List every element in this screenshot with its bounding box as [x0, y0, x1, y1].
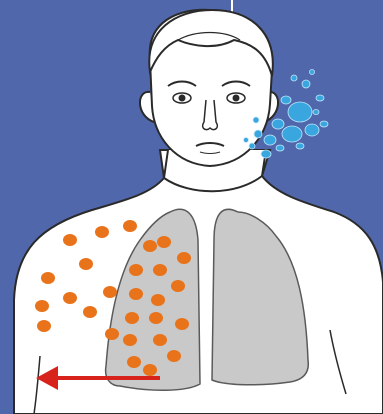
right-pupil [233, 95, 240, 102]
left-pupil [179, 95, 186, 102]
